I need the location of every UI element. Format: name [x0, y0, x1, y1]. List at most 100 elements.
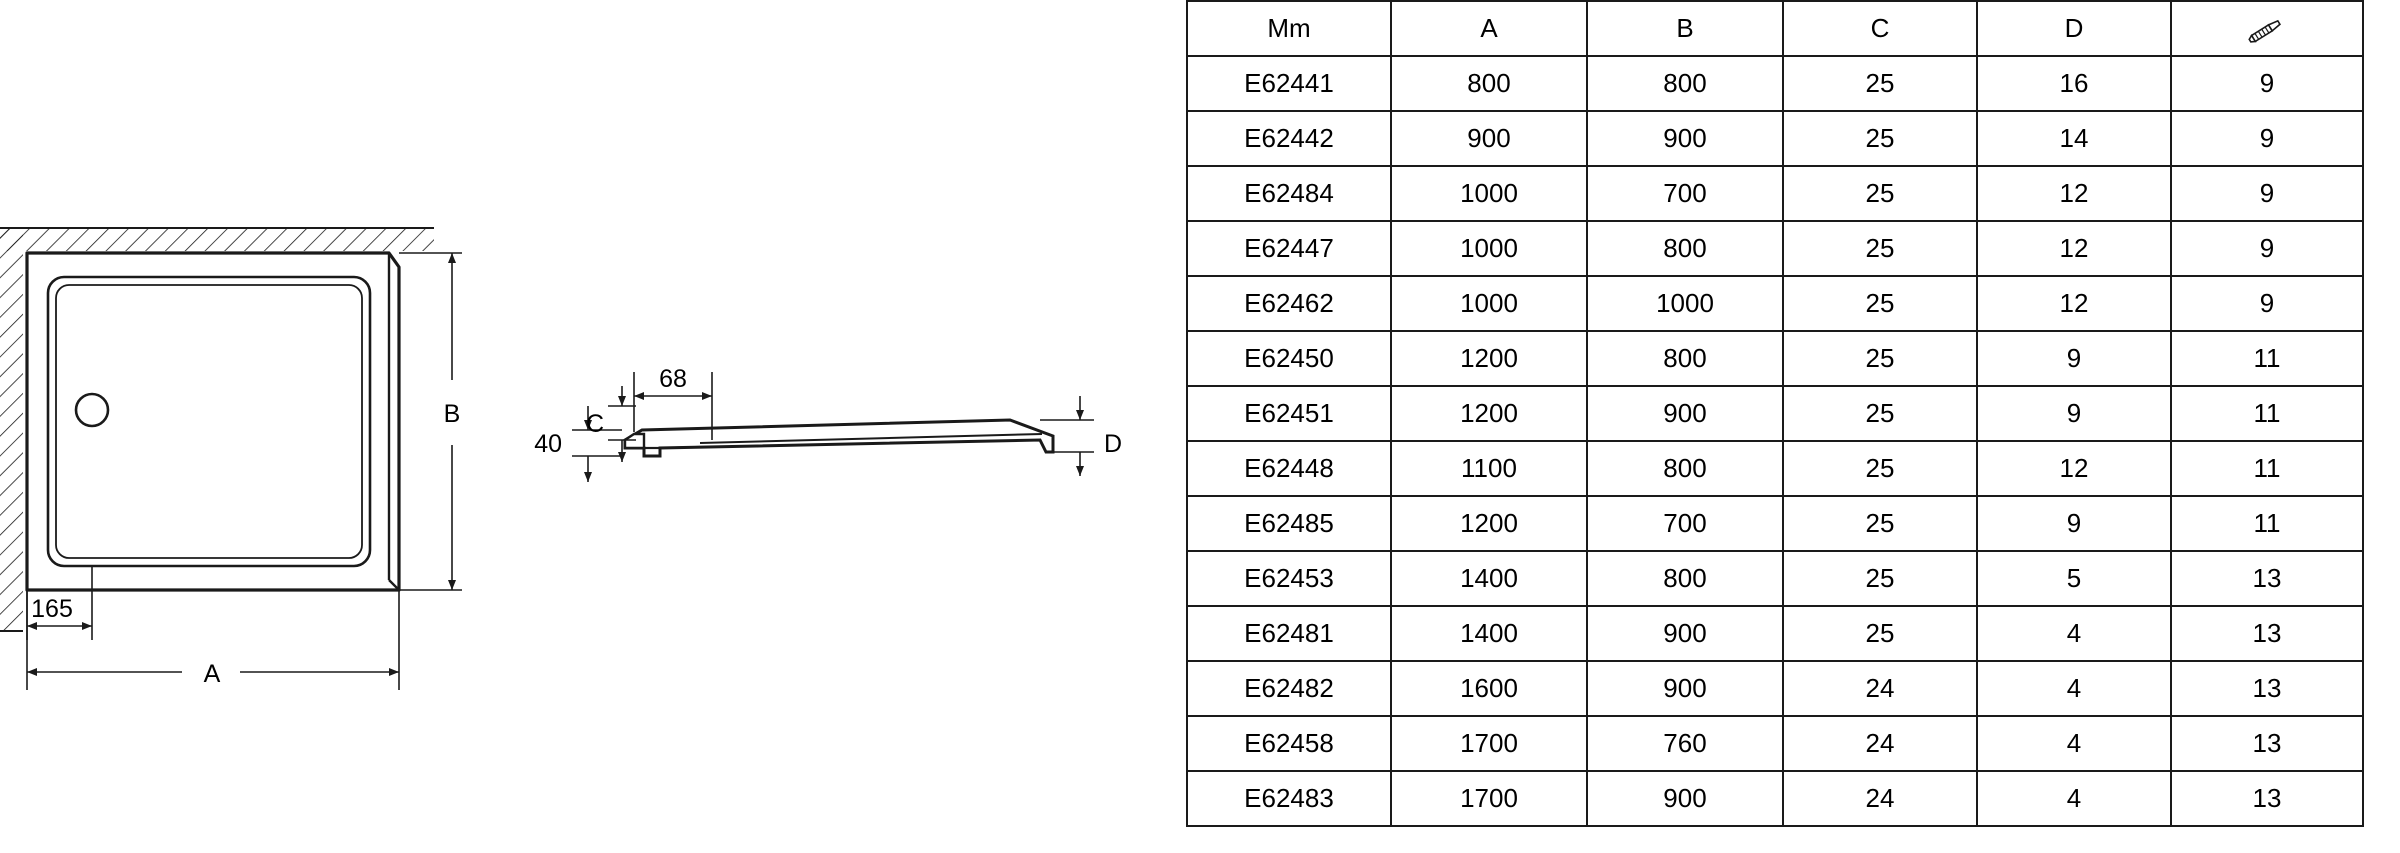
cell-a: 900	[1390, 110, 1588, 167]
cell-b: 900	[1586, 660, 1784, 717]
cell-a: 1400	[1390, 550, 1588, 607]
cell-b: 700	[1586, 495, 1784, 552]
dimension-b: B	[399, 252, 462, 591]
table-row: E62448 1100 800 25 12 11	[1186, 440, 2364, 497]
table-row: E62462 1000 1000 25 12 9	[1186, 275, 2364, 332]
cell-d: 14	[1976, 110, 2172, 167]
dimension-a-label: A	[204, 660, 221, 688]
cell-d: 16	[1976, 55, 2172, 112]
cell-a: 1200	[1390, 330, 1588, 387]
header-a: A	[1390, 0, 1588, 57]
cell-c: 25	[1782, 165, 1978, 222]
cell-code: E62441	[1186, 55, 1392, 112]
cell-code: E62448	[1186, 440, 1392, 497]
cell-code: E62458	[1186, 715, 1392, 772]
cell-a: 1200	[1390, 495, 1588, 552]
cell-code: E62453	[1186, 550, 1392, 607]
cell-d: 4	[1976, 770, 2172, 827]
header-mm: Mm	[1186, 0, 1392, 57]
cell-a: 1400	[1390, 605, 1588, 662]
cell-c: 25	[1782, 220, 1978, 277]
cell-e: 11	[2170, 495, 2364, 552]
section-view: 68 40 C	[534, 365, 1122, 482]
cell-a: 1200	[1390, 385, 1588, 442]
cell-c: 25	[1782, 55, 1978, 112]
dimension-d-label: D	[1104, 430, 1122, 458]
cell-d: 4	[1976, 715, 2172, 772]
wall-hatch-pattern	[0, 227, 434, 632]
cell-e: 13	[2170, 770, 2364, 827]
dimension-b-label: B	[444, 400, 461, 428]
cell-code: E62447	[1186, 220, 1392, 277]
dimension-d: D	[1040, 396, 1122, 476]
cell-e: 9	[2170, 220, 2364, 277]
dimension-40-label: 40	[534, 430, 562, 458]
table-row: E62481 1400 900 25 4 13	[1186, 605, 2364, 662]
cell-e: 11	[2170, 385, 2364, 442]
cell-b: 800	[1586, 220, 1784, 277]
cell-d: 9	[1976, 495, 2172, 552]
header-b: B	[1586, 0, 1784, 57]
cell-b: 900	[1586, 385, 1784, 442]
specification-table-wrapper: Mm A B C D	[1186, 0, 2400, 853]
dimension-40: 40	[534, 406, 622, 482]
cell-c: 24	[1782, 660, 1978, 717]
cell-e: 13	[2170, 715, 2364, 772]
drain-hole-icon	[74, 392, 110, 428]
cell-a: 1700	[1390, 715, 1588, 772]
cell-b: 800	[1586, 55, 1784, 112]
cell-d: 12	[1976, 440, 2172, 497]
table-row: E62441 800 800 25 16 9	[1186, 55, 2364, 112]
dimension-c-label: C	[586, 410, 604, 438]
table-row: E62453 1400 800 25 5 13	[1186, 550, 2364, 607]
table-row: E62484 1000 700 25 12 9	[1186, 165, 2364, 222]
header-d: D	[1976, 0, 2172, 57]
cell-e: 9	[2170, 110, 2364, 167]
cell-a: 1000	[1390, 165, 1588, 222]
cell-b: 760	[1586, 715, 1784, 772]
cell-d: 5	[1976, 550, 2172, 607]
table-row: E62458 1700 760 24 4 13	[1186, 715, 2364, 772]
cell-b: 800	[1586, 330, 1784, 387]
cell-e: 11	[2170, 440, 2364, 497]
table-row: E62442 900 900 25 14 9	[1186, 110, 2364, 167]
dimension-c: C	[586, 386, 636, 462]
dimension-a: A	[26, 590, 400, 690]
cell-a: 1700	[1390, 770, 1588, 827]
cell-c: 25	[1782, 550, 1978, 607]
cell-c: 24	[1782, 770, 1978, 827]
plan-view: B A 165	[0, 227, 462, 690]
dimension-165-label: 165	[31, 595, 73, 623]
cell-code: E62483	[1186, 770, 1392, 827]
drawing-area: B A 165	[0, 0, 1180, 853]
cell-d: 12	[1976, 165, 2172, 222]
cell-code: E62450	[1186, 330, 1392, 387]
cell-b: 900	[1586, 110, 1784, 167]
cell-code: E62442	[1186, 110, 1392, 167]
table-row: E62482 1600 900 24 4 13	[1186, 660, 2364, 717]
cell-d: 9	[1976, 385, 2172, 442]
table-header-row: Mm A B C D	[1186, 0, 2364, 57]
cell-code: E62462	[1186, 275, 1392, 332]
cell-code: E62485	[1186, 495, 1392, 552]
cell-c: 25	[1782, 385, 1978, 442]
cell-b: 800	[1586, 440, 1784, 497]
header-screw	[2170, 0, 2364, 57]
cell-b: 900	[1586, 770, 1784, 827]
cell-d: 4	[1976, 660, 2172, 717]
cell-e: 11	[2170, 330, 2364, 387]
cell-e: 9	[2170, 165, 2364, 222]
cell-d: 9	[1976, 330, 2172, 387]
cell-c: 25	[1782, 605, 1978, 662]
cell-a: 1000	[1390, 275, 1588, 332]
cell-c: 25	[1782, 440, 1978, 497]
cell-a: 1000	[1390, 220, 1588, 277]
cell-code: E62451	[1186, 385, 1392, 442]
specification-table: Mm A B C D	[1186, 0, 2364, 827]
cell-d: 12	[1976, 275, 2172, 332]
cell-c: 24	[1782, 715, 1978, 772]
cell-d: 12	[1976, 220, 2172, 277]
cell-b: 800	[1586, 550, 1784, 607]
screw-icon	[2245, 17, 2289, 43]
